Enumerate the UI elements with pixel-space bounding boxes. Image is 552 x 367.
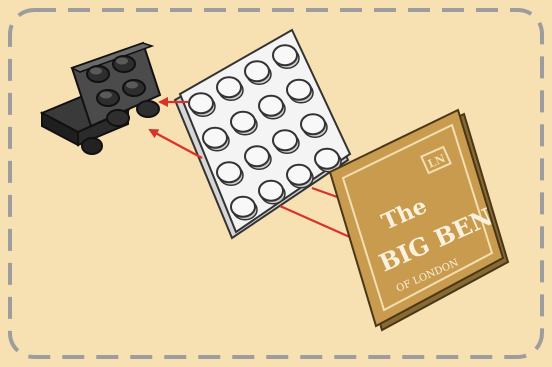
white-plate-4x4 [175, 30, 350, 238]
plate-stud [259, 181, 283, 201]
plate-stud [217, 77, 241, 97]
plate-stud [231, 197, 255, 217]
plate-stud [273, 130, 297, 150]
dark-bracket-piece [42, 43, 160, 154]
plate-stud [189, 93, 213, 113]
plate-stud [245, 61, 269, 81]
plate-stud [217, 162, 241, 182]
plate-stud [315, 149, 339, 169]
plate-stud [287, 80, 311, 100]
plate-stud [245, 146, 269, 166]
big-ben-printed-tile: LN The BIG BEN OF LONDON [330, 110, 508, 330]
plate-stud [203, 128, 227, 148]
plate-stud [259, 96, 283, 116]
plate-stud [287, 165, 311, 185]
plate-stud [231, 112, 255, 132]
plate-stud [301, 114, 325, 134]
plate-stud [273, 45, 297, 65]
